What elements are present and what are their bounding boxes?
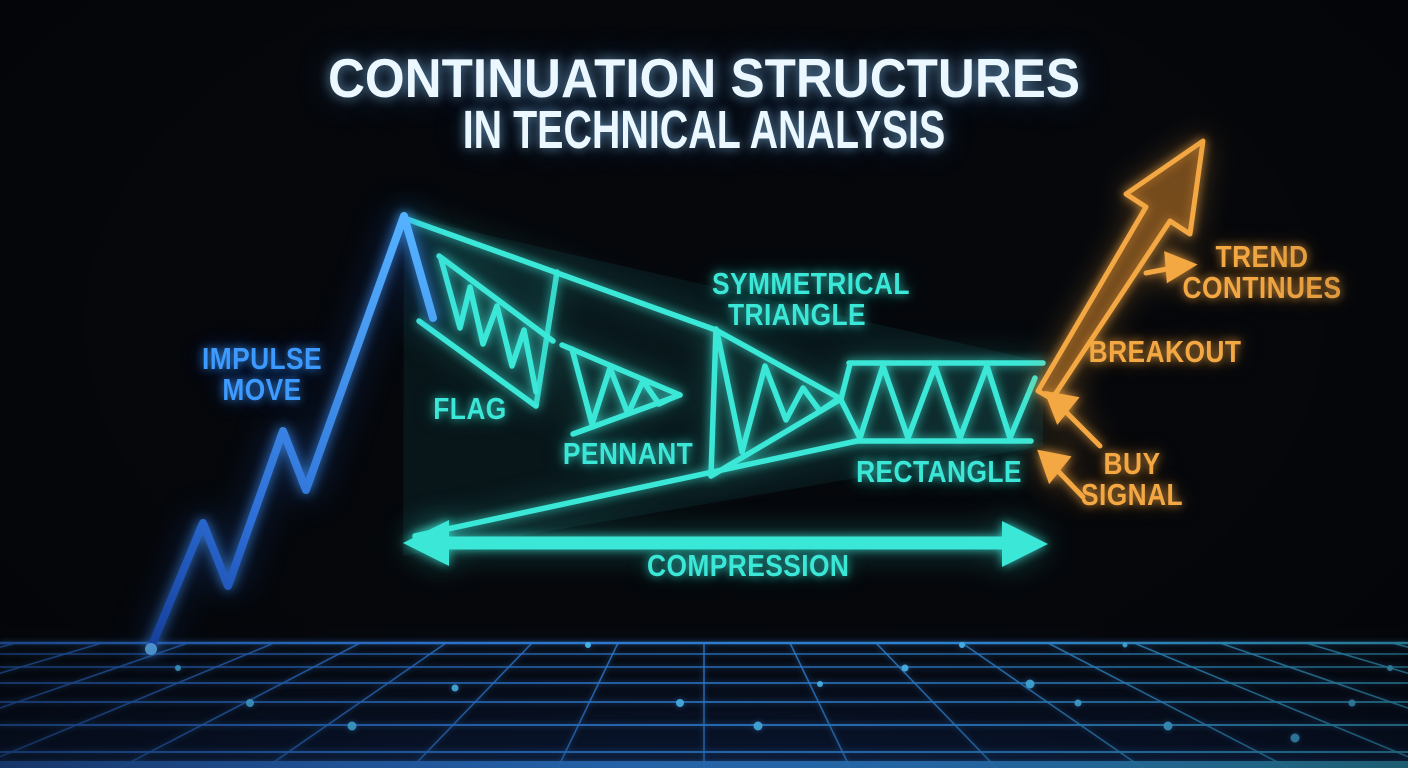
grid-node-dot <box>175 665 181 671</box>
buy-signal-arrow-1-head <box>1044 390 1080 425</box>
impulse-move-label: IMPULSE MOVE <box>177 343 347 405</box>
pennant-zigzag <box>569 346 681 427</box>
compression-arrow-right-head <box>1002 521 1048 567</box>
grid-node-dot <box>246 699 254 707</box>
perspective-grid <box>0 641 1408 768</box>
grid-node-dot <box>676 699 684 707</box>
rectangle-zigzag <box>838 363 1038 441</box>
grid-line <box>789 642 852 768</box>
buy-signal-label: BUY SIGNAL <box>1047 448 1217 510</box>
grid-node-dot <box>451 684 459 692</box>
grid-line <box>263 642 447 768</box>
grid-line <box>0 642 275 758</box>
flag-upper-line <box>436 253 556 344</box>
grid-node-dot <box>1074 699 1082 707</box>
impulse-move-label-line2: MOVE <box>222 372 302 407</box>
grid-node-dot <box>959 642 965 648</box>
buy-signal-arrow-2-shaft <box>1054 467 1086 500</box>
grid-node-dot <box>1348 699 1356 707</box>
buy-signal-label-line2: SIGNAL <box>1080 477 1184 512</box>
grid-line <box>410 642 533 768</box>
trend-continues-label: TREND CONTINUES <box>1177 241 1347 303</box>
grid-node-dot <box>585 642 591 648</box>
grid-bottom-strip <box>0 761 1408 768</box>
grid-node-dot <box>1387 665 1393 671</box>
symmetrical-triangle-label: SYMMETRICAL TRIANGLE <box>712 266 910 332</box>
grid-line <box>0 642 189 709</box>
trend-continues-label-line2: CONTINUES <box>1182 270 1342 305</box>
triangle-zigzag <box>714 329 841 455</box>
compression-arrow-left-head <box>403 520 449 566</box>
buy-signal-arrow-2-head <box>1037 449 1072 485</box>
pattern-group <box>401 215 1046 539</box>
breakout-label: BREAKOUT <box>1088 334 1242 369</box>
rectangle-left-connector <box>838 361 853 402</box>
compression-label: COMPRESSION <box>647 548 850 583</box>
pennant-label: PENNANT <box>562 436 694 471</box>
perspective-grid-lines <box>0 641 1408 768</box>
grid-node-dot <box>347 721 357 731</box>
grid-line <box>1219 642 1408 709</box>
trend-continues-label-line1: TREND <box>1215 239 1309 274</box>
funnel-top-line <box>401 215 719 333</box>
grid-line <box>1047 642 1291 768</box>
flag-lower-line <box>416 318 539 409</box>
grid-node-dot <box>1025 679 1035 689</box>
pennant-top-line <box>559 342 683 398</box>
funnel-bottom-line <box>412 438 860 539</box>
grid-node-dot <box>1122 642 1128 648</box>
impulse-base-glow <box>145 643 157 655</box>
perspective-grid-dots <box>175 642 1393 743</box>
grid-node-dot <box>753 721 763 731</box>
symmetrical-triangle-label-line1: SYMMETRICAL <box>712 266 910 301</box>
wedge-panel-main <box>403 216 1043 556</box>
breakout-arrow <box>1035 138 1206 402</box>
symmetrical-triangle-label-line2: TRIANGLE <box>727 297 867 332</box>
grid-line <box>1133 642 1408 758</box>
triangle-left-line <box>708 326 719 479</box>
breakout-group <box>1035 138 1206 500</box>
triangle-top-line <box>713 327 844 402</box>
grid-node-dot <box>817 681 823 687</box>
trend-continues-arrow-head <box>1164 251 1198 284</box>
grid-line <box>961 642 1145 768</box>
flag-pattern <box>416 253 556 409</box>
grid-node-dot <box>1290 733 1300 743</box>
impulse-zigzag <box>146 212 437 654</box>
buy-signal-arrow-1-shaft <box>1063 409 1103 449</box>
grid-line <box>1305 642 1408 675</box>
buy-signal-label-line1: BUY <box>1103 446 1161 481</box>
flag-label: FLAG <box>433 391 507 426</box>
rectangle-pattern <box>838 360 1046 444</box>
impulse-line <box>145 212 437 655</box>
page-subtitle: IN TECHNICAL ANALYSIS <box>462 100 946 160</box>
grid-line <box>556 642 619 768</box>
pennant-pattern <box>559 342 683 437</box>
flag-zigzag <box>438 256 539 395</box>
grid-line <box>117 642 361 768</box>
grid-node-dot <box>901 664 909 672</box>
symmetrical-triangle-pattern <box>708 326 844 479</box>
grid-node-dot <box>1163 721 1173 731</box>
impulse-move-label-line1: IMPULSE <box>201 341 323 376</box>
rectangle-label: RECTANGLE <box>856 454 1022 489</box>
compression-arrow <box>403 520 1048 567</box>
grid-line <box>875 642 998 768</box>
page-title: CONTINUATION STRUCTURES <box>327 47 1081 109</box>
grid-line <box>0 642 103 675</box>
